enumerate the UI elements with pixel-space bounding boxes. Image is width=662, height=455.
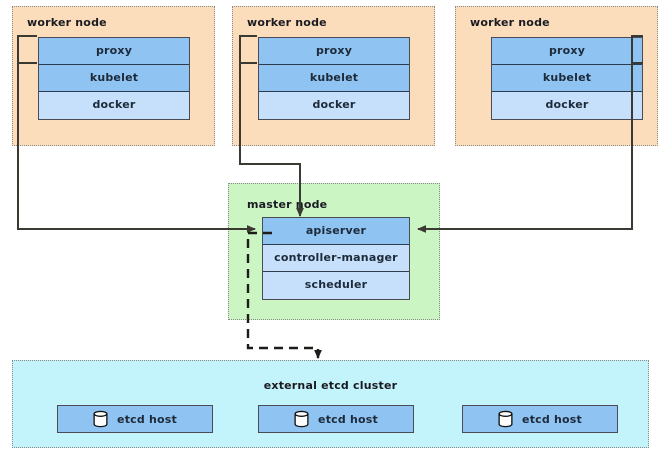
component-kubelet[interactable]: kubelet xyxy=(39,65,189,92)
etcd-host-1-label: etcd host xyxy=(117,412,177,426)
component-apiserver[interactable]: apiserver xyxy=(263,218,409,245)
worker-node-2-title: worker node xyxy=(247,16,327,29)
etcd-host-2-label: etcd host xyxy=(318,412,378,426)
component-scheduler[interactable]: scheduler xyxy=(263,272,409,299)
component-proxy[interactable]: proxy xyxy=(39,38,189,65)
component-docker[interactable]: docker xyxy=(39,92,189,119)
database-cylinder-icon xyxy=(498,410,513,428)
etcd-host-2[interactable]: etcd host xyxy=(258,405,414,433)
master-node-components: apiserver controller-manager scheduler xyxy=(262,217,410,300)
etcd-host-3[interactable]: etcd host xyxy=(462,405,618,433)
worker-node-3-components: proxy kubelet docker xyxy=(491,37,643,120)
external-etcd-cluster-title: external etcd cluster xyxy=(263,379,398,392)
worker-node-3-group: worker node proxy kubelet docker xyxy=(455,6,658,146)
etcd-host-3-label: etcd host xyxy=(522,412,582,426)
component-proxy[interactable]: proxy xyxy=(492,38,642,65)
worker-node-2-group: worker node proxy kubelet docker xyxy=(232,6,435,146)
component-docker[interactable]: docker xyxy=(259,92,409,119)
master-node-title: master node xyxy=(247,198,328,211)
worker-node-2-components: proxy kubelet docker xyxy=(258,37,410,120)
worker-node-1-title: worker node xyxy=(27,16,107,29)
component-proxy[interactable]: proxy xyxy=(259,38,409,65)
component-docker[interactable]: docker xyxy=(492,92,642,119)
worker-node-3-title: worker node xyxy=(470,16,550,29)
external-etcd-cluster-group: external etcd cluster etcd host etcd hos… xyxy=(12,360,649,448)
database-cylinder-icon xyxy=(294,410,309,428)
component-controller-manager[interactable]: controller-manager xyxy=(263,245,409,272)
master-node-group: master node apiserver controller-manager… xyxy=(228,183,440,320)
component-kubelet[interactable]: kubelet xyxy=(492,65,642,92)
database-cylinder-icon xyxy=(93,410,108,428)
etcd-host-1[interactable]: etcd host xyxy=(57,405,213,433)
worker-node-1-components: proxy kubelet docker xyxy=(38,37,190,120)
component-kubelet[interactable]: kubelet xyxy=(259,65,409,92)
worker-node-1-group: worker node proxy kubelet docker xyxy=(12,6,215,146)
